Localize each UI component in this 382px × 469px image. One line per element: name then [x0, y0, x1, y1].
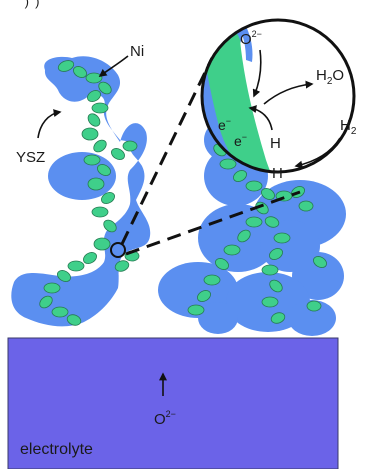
- h-upper-label: H: [270, 135, 281, 152]
- reaction-arrows: [37, 49, 341, 396]
- header-text: ) ): [22, 0, 39, 9]
- o2-inset-label: O2−: [240, 29, 262, 48]
- o2-inset-arrow: [252, 49, 262, 98]
- ysz-label-arrow: [37, 109, 62, 139]
- zoom-line-lower: [125, 190, 301, 256]
- ni-particles: [39, 60, 327, 326]
- tpb-marker-circle: [110, 242, 126, 258]
- h-oxidation-arrow: [248, 105, 273, 131]
- electrolyte-label: electrolyte: [20, 441, 93, 458]
- left-ysz-cluster: [11, 56, 151, 327]
- inset-ni-region: [202, 25, 280, 172]
- inset-magnifier: [200, 18, 356, 174]
- h2o-label: H2O: [316, 67, 344, 87]
- electron-label-2: e−: [234, 132, 247, 149]
- electrolyte-block: [7, 337, 339, 469]
- ysz-label: YSZ: [16, 149, 45, 166]
- electron-label-1: e−: [218, 116, 231, 133]
- h2-label: H2: [340, 117, 357, 137]
- ni-label: Ni: [130, 43, 144, 60]
- h2o-arrow: [263, 80, 314, 105]
- electrolyte-o2-label: O2−: [154, 409, 176, 428]
- zoom-line-upper: [120, 57, 214, 245]
- h-lower-label: H: [272, 165, 283, 182]
- ni-label-arrow: [98, 55, 129, 77]
- h2-arrow: [294, 137, 341, 169]
